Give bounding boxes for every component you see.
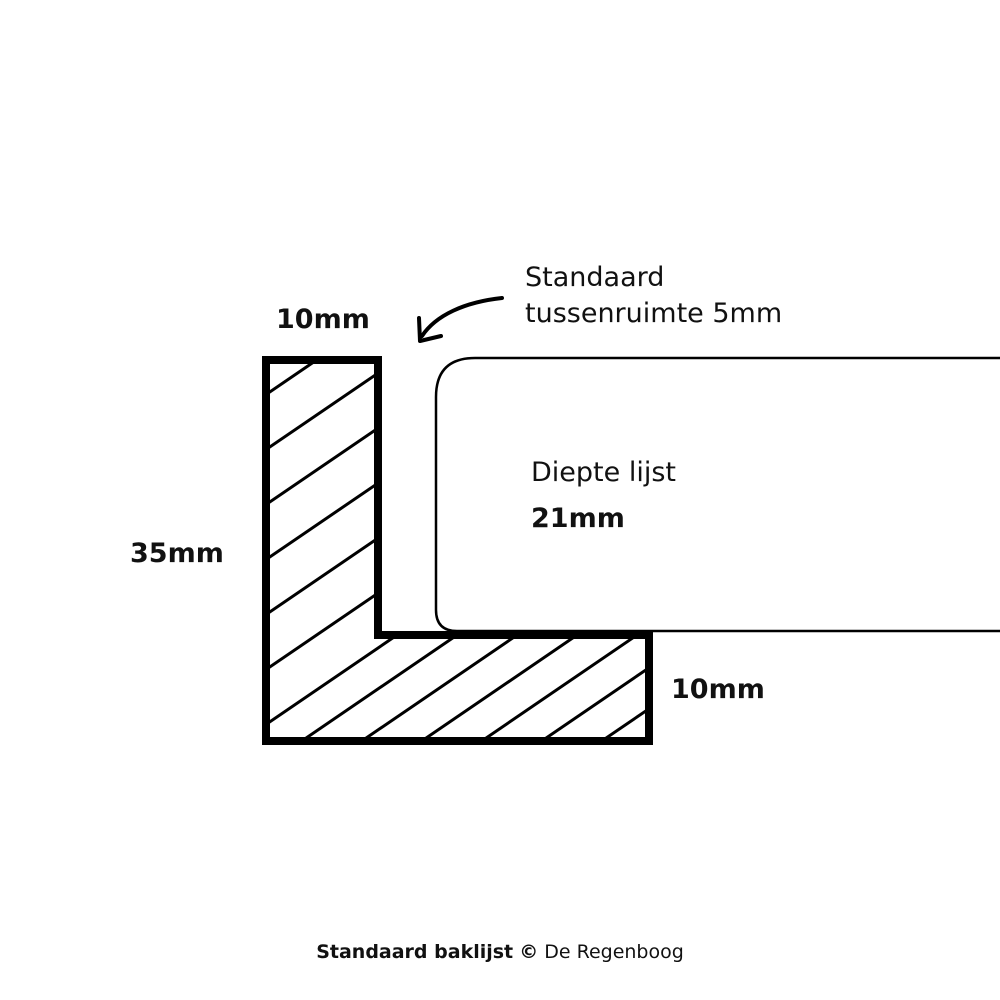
gap-note-line1: Standaard (525, 262, 665, 293)
depth-value: 21mm (531, 503, 625, 534)
caption-title: Standaard baklijst (316, 941, 514, 963)
caption-owner: De Regenboog (544, 941, 684, 963)
gap-note-line2: tussenruimte 5mm (525, 298, 783, 329)
depth-label: Diepte lijst (531, 457, 676, 488)
height-label: 35mm (130, 538, 224, 569)
gap-arrowhead (417, 316, 443, 343)
bottom-width-label: 10mm (671, 674, 765, 705)
l-profile-outline (262, 356, 653, 745)
profile-hatching (266, 360, 649, 741)
copyright-symbol: © (519, 941, 539, 963)
top-width-label: 10mm (276, 304, 370, 335)
caption: Standaard baklijst © De Regenboog (0, 943, 1000, 962)
gap-arrow (420, 296, 504, 338)
panel-outline (434, 356, 1000, 633)
